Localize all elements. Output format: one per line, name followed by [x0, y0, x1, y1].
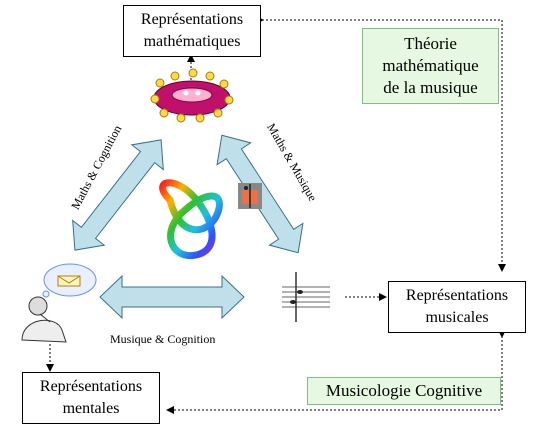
field-theory-line3: de la musique — [383, 78, 478, 97]
field-math-music-theory: Théorie mathématique de la musique — [362, 28, 499, 104]
arrow-maths-cognition — [72, 139, 164, 251]
field-cognitive-musicology: Musicologie Cognitive — [307, 377, 501, 405]
thinking-person-icon — [21, 263, 97, 343]
node-math-representations: Représentations mathématiques — [123, 5, 261, 57]
dotted-connector-bottom — [166, 330, 506, 414]
musician-figures-icon — [238, 183, 262, 209]
node-music-representations: Représentations musicales — [388, 281, 526, 333]
field-theory-line1: Théorie — [404, 34, 457, 53]
node-math-line1: Représentations — [140, 11, 244, 28]
arrow-musique-cognition — [99, 274, 245, 320]
node-mental-line1: Représentations — [39, 378, 143, 395]
dotted-connector-top — [256, 16, 506, 272]
node-music-line2: musicales — [425, 309, 489, 326]
node-math-line2: mathématiques — [143, 33, 241, 50]
torus-chord-diagram-icon — [150, 68, 234, 123]
musical-staff-icon — [282, 272, 330, 322]
node-music-line1: Représentations — [405, 287, 509, 304]
edge-label-musique-cognition: Musique & Cognition — [110, 332, 216, 346]
field-cogmus-label: Musicologie Cognitive — [325, 381, 483, 400]
node-mental-line2: mentales — [62, 400, 120, 417]
field-theory-line2: mathématique — [382, 56, 479, 75]
node-mental-representations: Représentations mentales — [22, 372, 160, 424]
rainbow-knot-icon — [159, 179, 223, 259]
